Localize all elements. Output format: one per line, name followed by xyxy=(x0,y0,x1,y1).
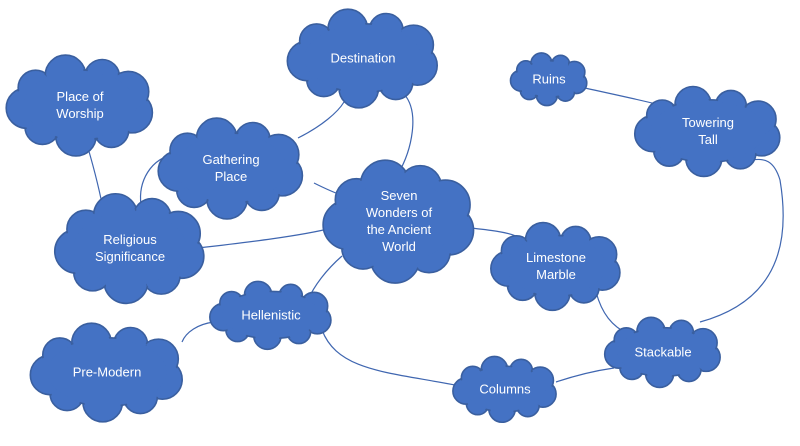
cloud-fill xyxy=(56,195,203,302)
concept-label: Destination xyxy=(330,51,395,66)
cloud-fill xyxy=(492,224,619,309)
concept-label-line: Destination xyxy=(330,51,395,66)
connector-ruins-to-towering-tall xyxy=(584,87,657,105)
concept-label-line: the Ancient xyxy=(367,222,432,237)
concept-columns: Columns xyxy=(452,355,557,424)
cloud-fill xyxy=(31,324,181,421)
concept-stackable: Stackable xyxy=(603,316,721,389)
cloud-fill xyxy=(211,282,330,348)
concept-label-line: Marble xyxy=(536,267,576,282)
cloud-fill xyxy=(324,161,472,282)
cloud-fill xyxy=(159,119,301,218)
concept-label-line: Ruins xyxy=(532,72,566,87)
concept-label-line: Place xyxy=(215,169,248,184)
concept-label-line: Stackable xyxy=(634,345,691,360)
connector-gathering-place-to-destination xyxy=(297,101,345,139)
concept-label: Columns xyxy=(479,382,531,397)
concept-label: Place of Worship xyxy=(56,89,104,121)
concept-label: Pre-Modern xyxy=(73,365,142,380)
concept-label-line: Columns xyxy=(479,382,531,397)
concept-label-line: Significance xyxy=(95,249,165,264)
concept-label-line: World xyxy=(382,239,416,254)
concept-hellenistic: Hellenistic xyxy=(209,280,332,351)
concept-label: Stackable xyxy=(634,345,691,360)
concept-ruins: Ruins xyxy=(509,52,588,107)
concept-label-line: Religious xyxy=(103,232,157,247)
connector-seven-wonders-to-limestone-marble xyxy=(469,227,517,237)
concept-label: Hellenistic xyxy=(241,308,301,323)
concept-label-line: Seven xyxy=(381,188,418,203)
concept-label-line: Pre-Modern xyxy=(73,365,142,380)
concept-label-line: Gathering xyxy=(202,152,259,167)
cloud-fill xyxy=(606,318,719,386)
concept-place-of-worship: Place of Worship xyxy=(5,54,154,157)
concept-label: Ruins xyxy=(532,72,566,87)
cloud-fill xyxy=(288,10,436,107)
concept-label-line: Tall xyxy=(698,132,718,147)
connector-stackable-to-towering-tall xyxy=(699,158,784,323)
cloud-fill xyxy=(454,358,555,421)
concept-label-line: Towering xyxy=(682,115,734,130)
connections-layer xyxy=(87,87,784,387)
concept-label-line: Worship xyxy=(56,106,103,121)
connector-columns-to-stackable xyxy=(555,367,615,383)
connector-hellenistic-to-columns xyxy=(321,329,461,387)
connector-hellenistic-to-pre-modern xyxy=(181,321,215,343)
concept-label-line: Limestone xyxy=(526,250,586,265)
concept-label-line: Place of xyxy=(57,89,104,104)
cloud-fill xyxy=(512,54,586,104)
concept-label-line: Wonders of xyxy=(366,205,433,220)
cloud-fill xyxy=(7,56,151,155)
connector-destination-to-seven-wonders xyxy=(397,93,414,175)
concept-pre-modern: Pre-Modern xyxy=(29,322,183,423)
cloud-fill xyxy=(636,88,779,175)
concept-destination: Destination xyxy=(286,8,439,109)
concept-label-line: Hellenistic xyxy=(241,308,301,323)
connector-religious-significance-to-seven-wonders xyxy=(197,227,333,249)
